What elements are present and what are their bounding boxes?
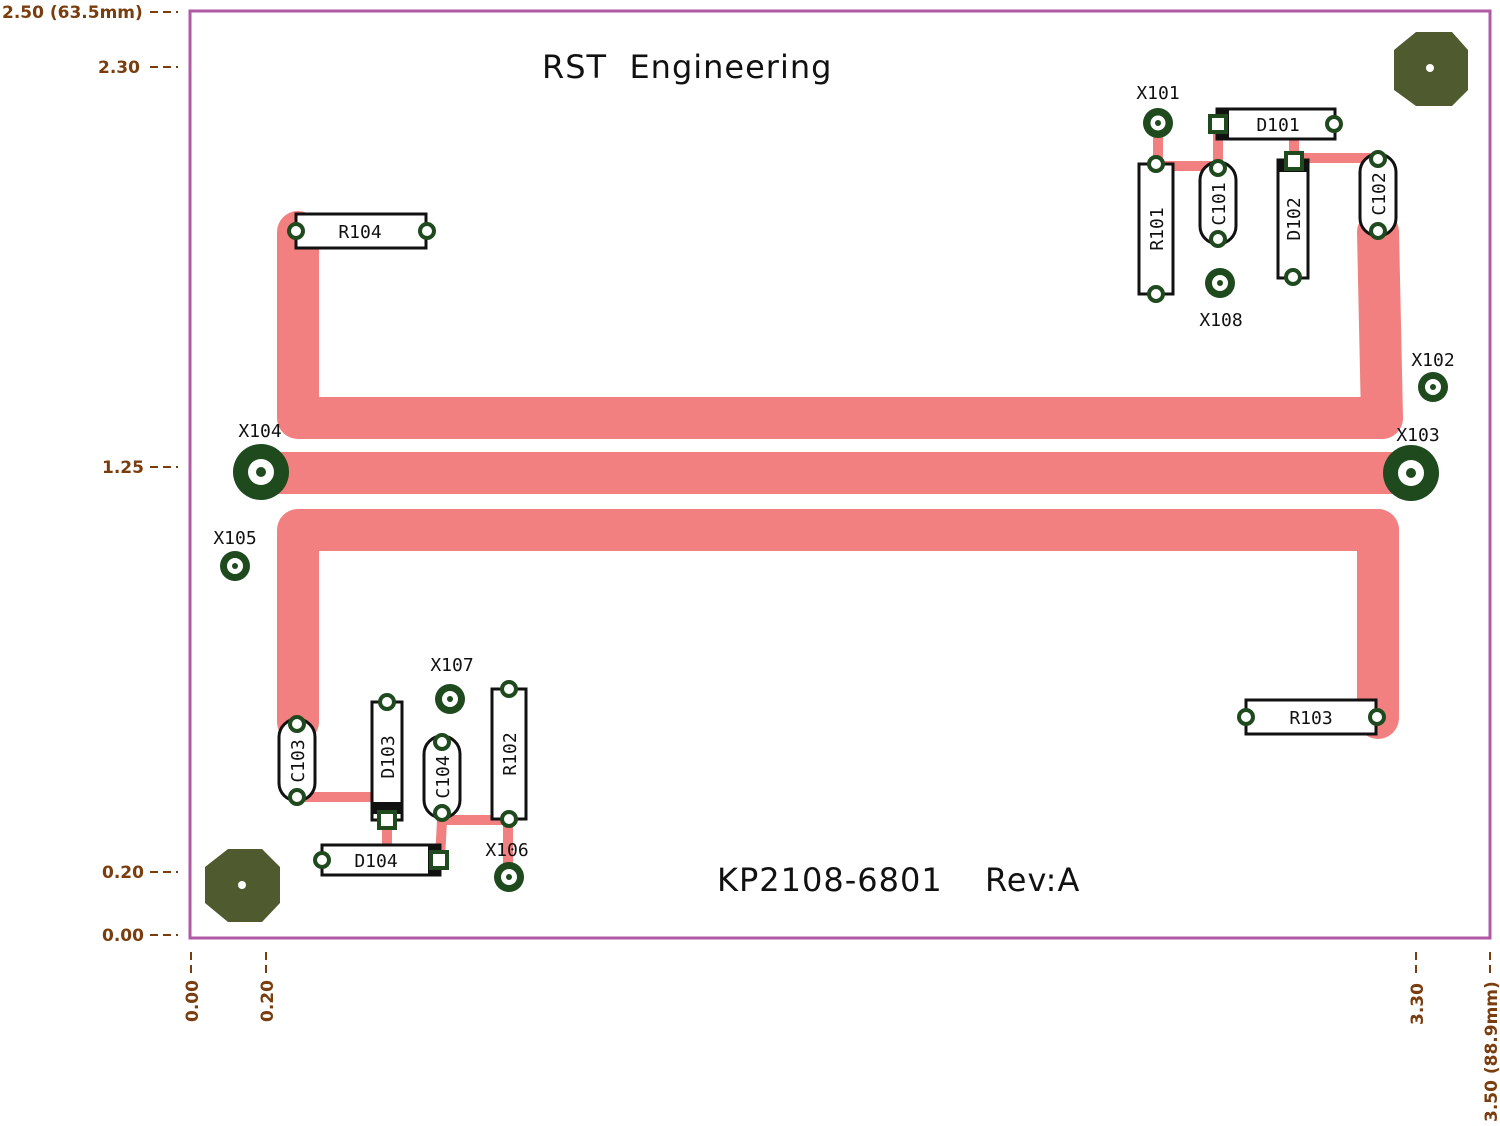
capacitor-C104[interactable]: C104 <box>422 733 462 822</box>
label-C102: C102 <box>1369 172 1390 215</box>
test-point-X102[interactable]: X102 <box>1411 350 1455 402</box>
part-number: KP2108-6801 <box>717 861 943 899</box>
dim-y-0-20: 0.20 <box>102 863 144 883</box>
diode-D104[interactable]: D104 <box>313 843 449 877</box>
label-X106: X106 <box>485 840 528 861</box>
capacitor-C103[interactable]: C103 <box>277 715 317 806</box>
mounting-hole-bottom-left <box>205 849 280 922</box>
test-point-X101[interactable]: X101 <box>1136 83 1180 138</box>
label-X107: X107 <box>430 655 473 676</box>
board-title: RST Engineering <box>542 48 832 86</box>
resistor-R101[interactable]: R101 <box>1137 155 1175 303</box>
label-D104: D104 <box>354 851 397 872</box>
label-X102: X102 <box>1411 350 1454 371</box>
test-point-X103[interactable]: X103 <box>1383 425 1440 501</box>
copper-traces-wide <box>241 211 1431 743</box>
dim-x-3-50: 3.50 (88.9mm) <box>1482 981 1500 1122</box>
label-C101: C101 <box>1209 182 1230 225</box>
diode-D103[interactable]: D103 <box>370 693 404 830</box>
test-point-X108[interactable]: X108 <box>1199 268 1243 331</box>
dim-y-2-30: 2.30 <box>98 58 140 78</box>
label-X105: X105 <box>213 528 256 549</box>
label-X104: X104 <box>238 421 281 442</box>
label-R103: R103 <box>1289 708 1332 729</box>
test-point-X107[interactable]: X107 <box>430 655 474 714</box>
dim-y-2-50: 2.50 (63.5mm) <box>2 3 143 23</box>
board-outline <box>188 9 1492 940</box>
resistor-R102[interactable]: R102 <box>490 680 528 828</box>
label-R104: R104 <box>338 222 381 243</box>
resistor-R104[interactable]: R104 <box>287 212 436 250</box>
mounting-hole-top-right <box>1394 32 1468 106</box>
label-D101: D101 <box>1256 115 1299 136</box>
x-dimension-labels: 0.00 0.20 3.30 3.50 (88.9mm) <box>183 952 1500 1122</box>
label-R102: R102 <box>500 732 521 775</box>
test-point-X104[interactable]: X104 <box>233 421 289 500</box>
diode-D101[interactable]: D101 <box>1208 107 1343 141</box>
label-D103: D103 <box>378 735 399 778</box>
label-D102: D102 <box>1284 197 1305 240</box>
dim-x-3-30: 3.30 <box>1408 983 1428 1025</box>
revision: Rev:A <box>985 861 1080 899</box>
dim-y-0-00: 0.00 <box>102 926 144 946</box>
label-R101: R101 <box>1147 207 1168 250</box>
dim-x-0-20: 0.20 <box>258 980 278 1022</box>
test-point-X105[interactable]: X105 <box>213 528 257 581</box>
test-point-X106[interactable]: X106 <box>485 840 529 892</box>
label-C103: C103 <box>288 739 309 782</box>
capacitor-C102[interactable]: C102 <box>1358 150 1398 240</box>
dim-x-0-00: 0.00 <box>183 980 203 1022</box>
capacitor-C101[interactable]: C101 <box>1198 159 1238 248</box>
label-X101: X101 <box>1136 83 1179 104</box>
label-X108: X108 <box>1199 310 1242 331</box>
dim-y-1-25: 1.25 <box>102 458 144 478</box>
diode-D102[interactable]: D102 <box>1276 151 1310 286</box>
y-dimension-labels: 2.50 (63.5mm) 2.30 1.25 0.20 0.00 <box>2 3 178 946</box>
label-C104: C104 <box>433 755 454 798</box>
resistor-R103[interactable]: R103 <box>1237 698 1386 736</box>
label-X103: X103 <box>1396 425 1439 446</box>
